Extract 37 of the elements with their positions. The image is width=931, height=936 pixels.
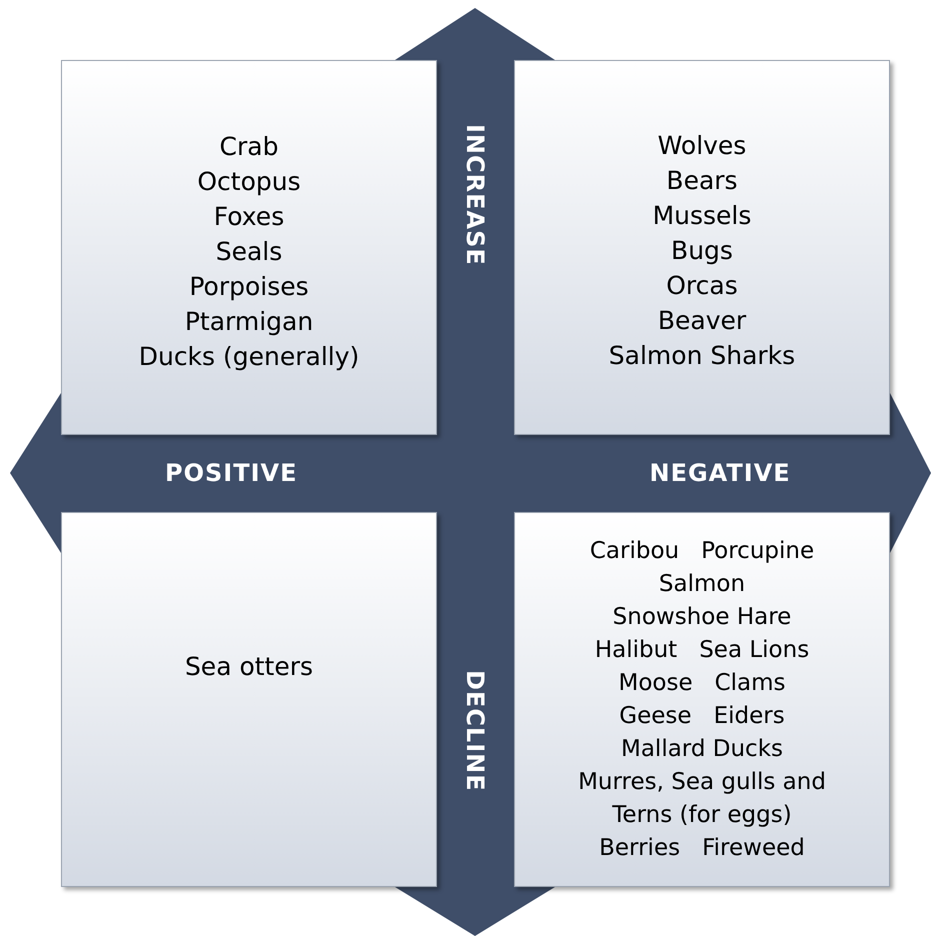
- species-name: Caribou: [590, 537, 680, 566]
- species-name: Bears: [666, 165, 738, 197]
- quadrant-panel: [514, 60, 890, 435]
- species-name: Geese: [619, 702, 692, 731]
- species-name: Sea Lions: [699, 636, 810, 665]
- species-name: Porcupine: [701, 537, 814, 566]
- species-name: Bugs: [671, 235, 733, 267]
- species-name: Mussels: [652, 200, 752, 232]
- species-name: Berries: [599, 834, 680, 863]
- species-name: Moose: [618, 669, 693, 698]
- species-name: Salmon: [658, 570, 746, 599]
- species-name: Crab: [220, 131, 278, 163]
- axis-label: POSITIVE: [165, 459, 298, 487]
- axis-label: DECLINE: [461, 670, 489, 792]
- quadrant-panel: [61, 60, 437, 435]
- species-name: Snowshoe Hare: [612, 603, 792, 632]
- species-name: Ducks (generally): [138, 341, 360, 373]
- quadrant-panel: [514, 512, 890, 887]
- species-name: Clams: [714, 669, 786, 698]
- species-name: Salmon Sharks: [608, 340, 796, 372]
- species-name: Beaver: [658, 305, 746, 337]
- species-name: Eiders: [714, 702, 785, 731]
- species-name: Wolves: [658, 130, 746, 162]
- species-name: Porpoises: [189, 271, 309, 303]
- species-name: Ptarmigan: [184, 306, 314, 338]
- species-name: Fireweed: [702, 834, 805, 863]
- axis-label: NEGATIVE: [650, 459, 791, 487]
- species-name: Mallard Ducks: [620, 735, 783, 764]
- species-name: Murres, Sea gulls and Terns (for eggs): [577, 768, 827, 830]
- species-name: Sea otters: [184, 651, 314, 683]
- species-name: Foxes: [214, 201, 284, 233]
- axis-label: INCREASE: [461, 124, 489, 266]
- species-name: Octopus: [197, 166, 301, 198]
- species-name: Halibut: [594, 636, 678, 665]
- species-name: Orcas: [666, 270, 738, 302]
- quadrant-panel: [61, 512, 437, 887]
- species-name: Seals: [216, 236, 282, 268]
